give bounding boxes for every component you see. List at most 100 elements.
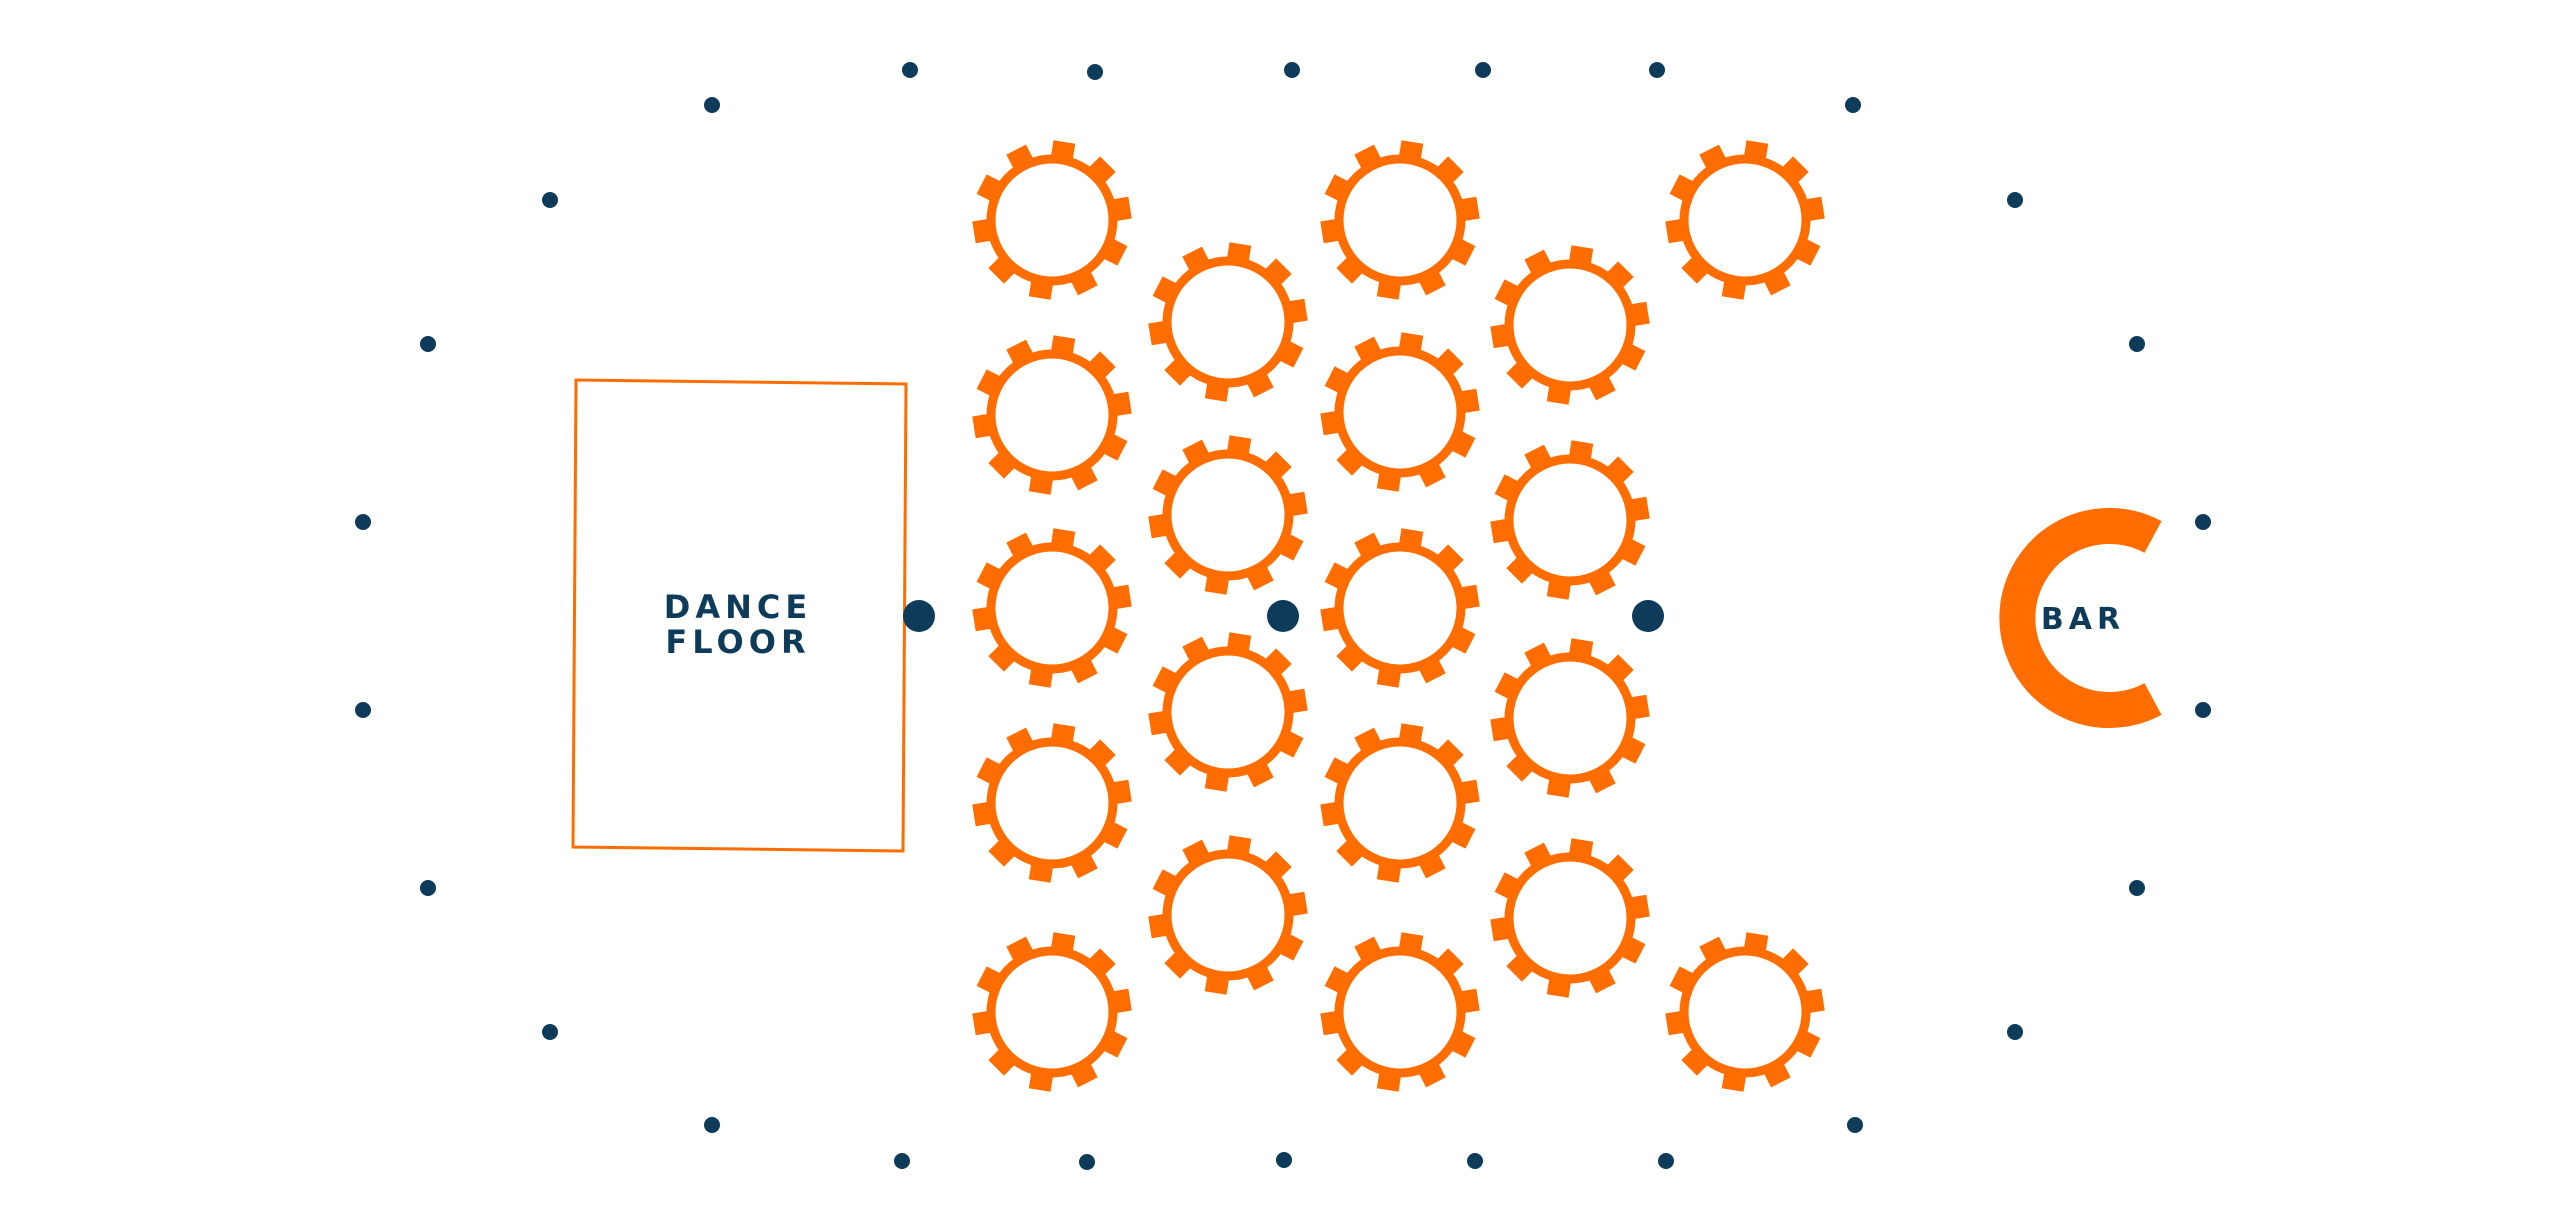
chair — [1336, 255, 1365, 284]
chair — [1087, 156, 1116, 185]
table-top — [986, 154, 1118, 286]
perimeter-light — [1467, 1153, 1483, 1169]
table-top — [1679, 154, 1811, 286]
table-top — [1334, 946, 1466, 1078]
perimeter-light — [355, 514, 371, 530]
perimeter-light — [542, 192, 558, 208]
perimeter-light — [2195, 702, 2211, 718]
table-top — [1162, 646, 1294, 778]
dance-floor-outline — [571, 378, 908, 853]
table — [1148, 632, 1308, 792]
chair — [1435, 739, 1464, 768]
chair — [1681, 1047, 1710, 1076]
chair — [1263, 258, 1292, 287]
perimeter-light — [704, 1117, 720, 1133]
chair — [988, 838, 1017, 867]
table — [1490, 245, 1650, 405]
chair — [1780, 156, 1809, 185]
perimeter-light — [2129, 336, 2145, 352]
table-top — [1334, 542, 1466, 674]
dance-floor: DANCE FLOOR — [571, 378, 908, 853]
table — [1320, 932, 1480, 1092]
chair — [1087, 739, 1116, 768]
perimeter-light — [355, 702, 371, 718]
table — [1490, 838, 1650, 998]
perimeter-light — [1079, 1154, 1095, 1170]
table — [1148, 435, 1308, 595]
chair — [1087, 351, 1116, 380]
bar-label: BAR — [2041, 602, 2125, 637]
table — [1490, 638, 1650, 798]
table — [1148, 242, 1308, 402]
chair — [1435, 948, 1464, 977]
chair — [1681, 255, 1710, 284]
perimeter-light — [704, 97, 720, 113]
bar: BAR — [1999, 508, 2162, 728]
perimeter-light — [2007, 192, 2023, 208]
perimeter-light — [1845, 97, 1861, 113]
table-top — [986, 737, 1118, 869]
chair — [1087, 948, 1116, 977]
dance-floor-label-line1: DANCE — [664, 588, 812, 626]
chair — [1164, 950, 1193, 979]
chair — [1435, 348, 1464, 377]
table-top — [1162, 449, 1294, 581]
table-top — [986, 946, 1118, 1078]
column-post — [1632, 600, 1664, 632]
table — [1665, 932, 1825, 1092]
chair — [1336, 447, 1365, 476]
perimeter-light — [1658, 1153, 1674, 1169]
chair — [1506, 555, 1535, 584]
perimeter-light — [542, 1024, 558, 1040]
table — [972, 140, 1132, 300]
perimeter-light — [420, 336, 436, 352]
table — [1665, 140, 1825, 300]
perimeter-light — [1276, 1152, 1292, 1168]
chair — [1506, 953, 1535, 982]
chair — [1506, 360, 1535, 389]
chair — [1780, 948, 1809, 977]
chair — [1605, 654, 1634, 683]
chair — [1605, 854, 1634, 883]
chair — [1164, 550, 1193, 579]
table — [1148, 835, 1308, 995]
perimeter-light — [902, 62, 918, 78]
table — [972, 723, 1132, 883]
table — [1320, 723, 1480, 883]
chair — [1336, 643, 1365, 672]
perimeter-light — [2195, 514, 2211, 530]
table-top — [986, 542, 1118, 674]
perimeter-light — [2007, 1024, 2023, 1040]
chair — [988, 450, 1017, 479]
chair — [1605, 456, 1634, 485]
perimeter-light — [2129, 880, 2145, 896]
table — [1490, 440, 1650, 600]
chair — [1435, 156, 1464, 185]
table-top — [1504, 852, 1636, 984]
chair — [1164, 357, 1193, 386]
table-top — [1162, 849, 1294, 981]
bar-counter — [1999, 508, 2162, 728]
table-top — [1162, 256, 1294, 388]
chair — [1336, 838, 1365, 867]
table-top — [1504, 652, 1636, 784]
table-top — [1504, 454, 1636, 586]
chair — [988, 255, 1017, 284]
perimeter-light — [894, 1153, 910, 1169]
chair — [1506, 753, 1535, 782]
perimeter-light — [1284, 62, 1300, 78]
chair — [1435, 544, 1464, 573]
perimeter-light — [1847, 1117, 1863, 1133]
perimeter-lights — [355, 62, 2211, 1170]
chair — [988, 643, 1017, 672]
table-top — [1504, 259, 1636, 391]
table — [1320, 528, 1480, 688]
table — [1320, 332, 1480, 492]
chair — [1605, 261, 1634, 290]
column-post — [903, 600, 935, 632]
perimeter-light — [1649, 62, 1665, 78]
table-top — [1679, 946, 1811, 1078]
tables-group — [972, 140, 1825, 1092]
table-top — [1334, 737, 1466, 869]
